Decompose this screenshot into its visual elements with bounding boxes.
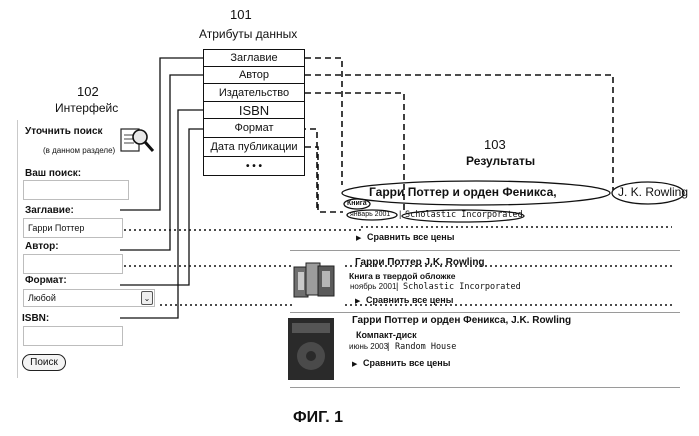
result-3-sep: | xyxy=(387,342,389,351)
attr-title: Заглавие xyxy=(203,49,305,67)
title-label: Заглавие: xyxy=(25,206,74,216)
ref-101: 101 xyxy=(230,8,252,21)
result-3-title[interactable]: Гарри Поттер и орден Феникса, J.K. Rowli… xyxy=(352,316,571,326)
your-search-label: Ваш поиск: xyxy=(25,169,81,179)
your-search-input[interactable] xyxy=(23,180,129,200)
result-3-arrow-icon: ▶ xyxy=(352,361,357,368)
dotted-title xyxy=(124,227,672,230)
ref-102: 102 xyxy=(77,85,99,98)
result-2-arrow-icon: ▶ xyxy=(355,298,360,305)
cd-cover-icon xyxy=(288,318,334,380)
refine-subtitle: (в данном разделе) xyxy=(43,147,115,155)
result-2-sep: | xyxy=(396,282,398,291)
refine-title: Уточнить поиск xyxy=(25,127,103,137)
results-title: Результаты xyxy=(466,155,535,167)
result-3-format: Компакт-диск xyxy=(356,331,417,340)
result-1-format: Книга xyxy=(347,200,367,207)
result-2-date: ноябрь 2001 xyxy=(350,283,396,291)
result-1-date: январь 2001 xyxy=(350,211,390,218)
result-3-compare-link[interactable]: Сравнить все цены xyxy=(363,359,450,368)
format-select[interactable]: Любой xyxy=(23,289,155,307)
result-separator-3 xyxy=(290,387,680,388)
ref-103: 103 xyxy=(484,138,506,151)
result-2-compare-link[interactable]: Сравнить все цены xyxy=(366,296,453,305)
isbn-input[interactable] xyxy=(23,326,123,346)
attr-isbn: ISBN xyxy=(203,101,305,119)
result-1-compare-link[interactable]: Сравнить все цены xyxy=(367,233,454,242)
attr-pub-date: Дата публикации xyxy=(203,137,305,157)
result-1-author[interactable]: J. K. Rowling xyxy=(618,186,688,198)
book-box-set-icon xyxy=(292,259,338,301)
result-3-publisher: Random House xyxy=(395,343,456,352)
result-1-title[interactable]: Гарри Поттер и орден Феникса, xyxy=(369,186,557,198)
result-1-publisher: Scholastic Incorporated xyxy=(405,211,523,220)
format-label: Формат: xyxy=(25,276,67,286)
attr-publisher: Издательство xyxy=(203,83,305,102)
result-2-format: Книга в твердой обложке xyxy=(349,272,456,281)
attr-more: • • • xyxy=(203,156,305,176)
result-1-sep: | xyxy=(399,210,401,219)
author-label: Автор: xyxy=(25,242,59,252)
author-input[interactable] xyxy=(23,254,123,274)
title-input[interactable]: Гарри Поттер xyxy=(23,218,123,238)
result-separator-1 xyxy=(290,250,680,251)
attr-author: Автор xyxy=(203,66,305,84)
panel-left-border xyxy=(17,120,18,378)
result-3-date: июнь 2003 xyxy=(349,343,388,351)
figure-caption: ФИГ. 1 xyxy=(293,410,343,426)
connector-author xyxy=(120,75,203,250)
result-2-title[interactable]: Гарри Поттер J.K. Rowling xyxy=(355,258,485,268)
isbn-label: ISBN: xyxy=(22,314,49,324)
chevron-down-icon[interactable]: ⌄ xyxy=(141,291,153,305)
search-button[interactable]: Поиск xyxy=(22,354,66,371)
format-select-value: Любой xyxy=(28,293,56,303)
dashed-title xyxy=(305,58,342,185)
result-separator-2 xyxy=(290,312,680,313)
attr-format: Формат xyxy=(203,118,305,138)
magnifier-icon xyxy=(118,123,156,155)
interface-title: Интерфейс xyxy=(55,102,118,114)
result-1-arrow-icon: ▶ xyxy=(356,235,361,242)
attributes-title: Атрибуты данных xyxy=(199,28,297,40)
dashed-date xyxy=(305,147,343,212)
dashed-author xyxy=(305,75,613,190)
result-2-publisher: Scholastic Incorporated xyxy=(403,283,521,292)
